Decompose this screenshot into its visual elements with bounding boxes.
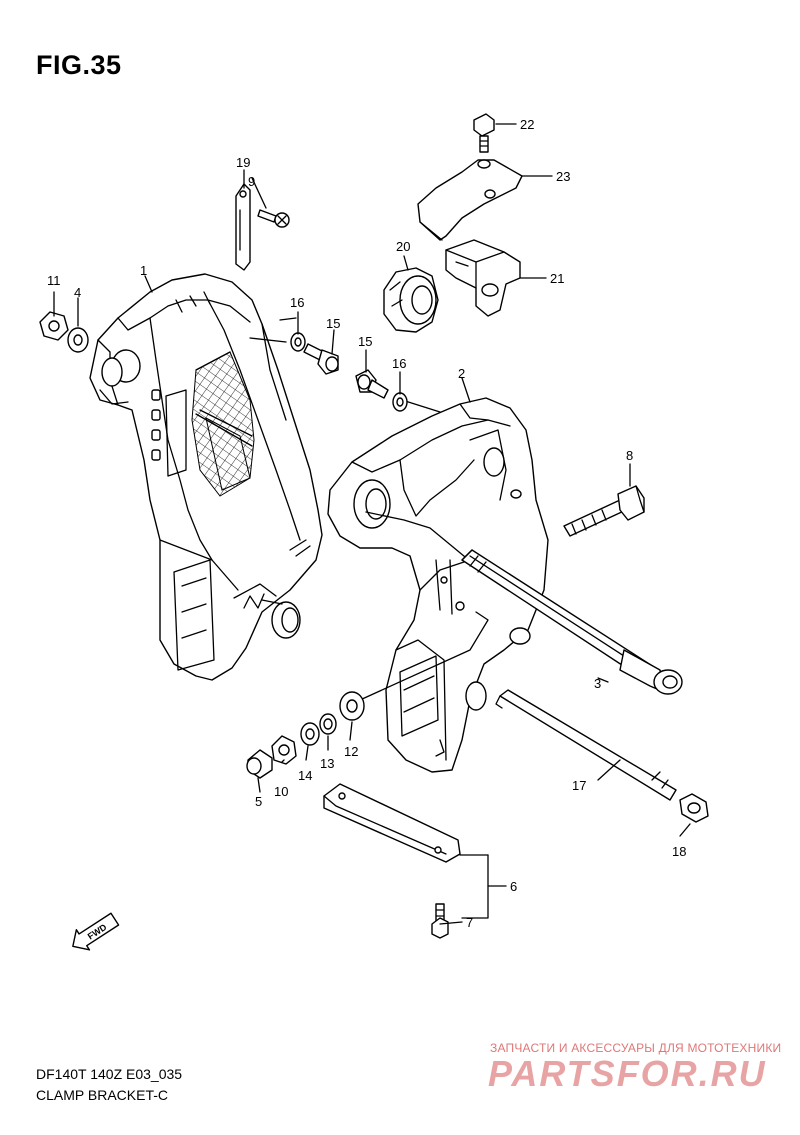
callout-16a: 16 [290, 295, 304, 310]
tilt-tube [461, 549, 683, 695]
bolt-7 [431, 903, 449, 939]
callout-10: 10 [274, 784, 288, 799]
callout-14: 14 [298, 768, 312, 783]
callout-15b: 15 [358, 334, 372, 349]
callout-17: 17 [572, 778, 586, 793]
cover-23 [417, 159, 523, 241]
callout-7: 7 [466, 915, 473, 930]
clamp-bracket-left [89, 273, 323, 681]
callout-21: 21 [550, 271, 564, 286]
washer-16b [392, 392, 408, 412]
plate-6 [323, 783, 461, 863]
callout-22: 22 [520, 117, 534, 132]
callout-5: 5 [255, 794, 262, 809]
callout-19: 19 [236, 155, 250, 170]
callout-1: 1 [140, 263, 147, 278]
fwd-arrow-icon: FWD [72, 912, 120, 951]
callout-16b: 16 [392, 356, 406, 371]
nut-18 [679, 793, 709, 823]
washer-14 [300, 722, 320, 746]
callout-11: 11 [47, 273, 61, 288]
nut-10 [271, 735, 297, 765]
cap-20 [383, 267, 439, 333]
callout-12: 12 [344, 744, 358, 759]
callout-labels: 1 2 3 4 5 6 7 8 9 10 11 12 13 14 15 15 1… [47, 117, 686, 930]
callout-18: 18 [672, 844, 686, 859]
bolt-8 [563, 485, 645, 537]
model-code: DF140T 140Z E03_035 [36, 1066, 183, 1082]
washer-4 [67, 327, 89, 353]
assembly-lines [195, 317, 489, 701]
callout-8: 8 [626, 448, 633, 463]
callout-9: 9 [248, 174, 255, 189]
callout-3: 3 [594, 676, 601, 691]
callout-13: 13 [320, 756, 334, 771]
leader-lines [53, 123, 691, 925]
washer-16a [290, 332, 306, 352]
figure-subtitle: CLAMP BRACKET-C [36, 1087, 168, 1103]
watermark-logo: PARTSFOR.RU [488, 1053, 767, 1094]
bolt-22 [473, 113, 495, 153]
figure-title: FIG.35 [36, 50, 122, 80]
screw-9 [257, 209, 290, 228]
callout-23: 23 [556, 169, 570, 184]
callout-2: 2 [458, 366, 465, 381]
bolt-15a [303, 343, 339, 375]
nut-11 [39, 311, 69, 341]
callout-6: 6 [510, 879, 517, 894]
watermark-tagline: ЗАПЧАСТИ И АКСЕССУАРЫ ДЛЯ МОТОТЕХНИКИ [490, 1041, 782, 1055]
bracket-21 [445, 239, 521, 317]
strap-19 [235, 183, 251, 271]
callout-15a: 15 [326, 316, 340, 331]
bolt-15b [355, 369, 389, 399]
washer-13 [319, 713, 337, 735]
washer-12 [339, 691, 365, 721]
callout-4: 4 [74, 285, 81, 300]
bushing-5 [246, 749, 273, 779]
callout-20: 20 [396, 239, 410, 254]
clamp-bracket-right [327, 397, 549, 773]
